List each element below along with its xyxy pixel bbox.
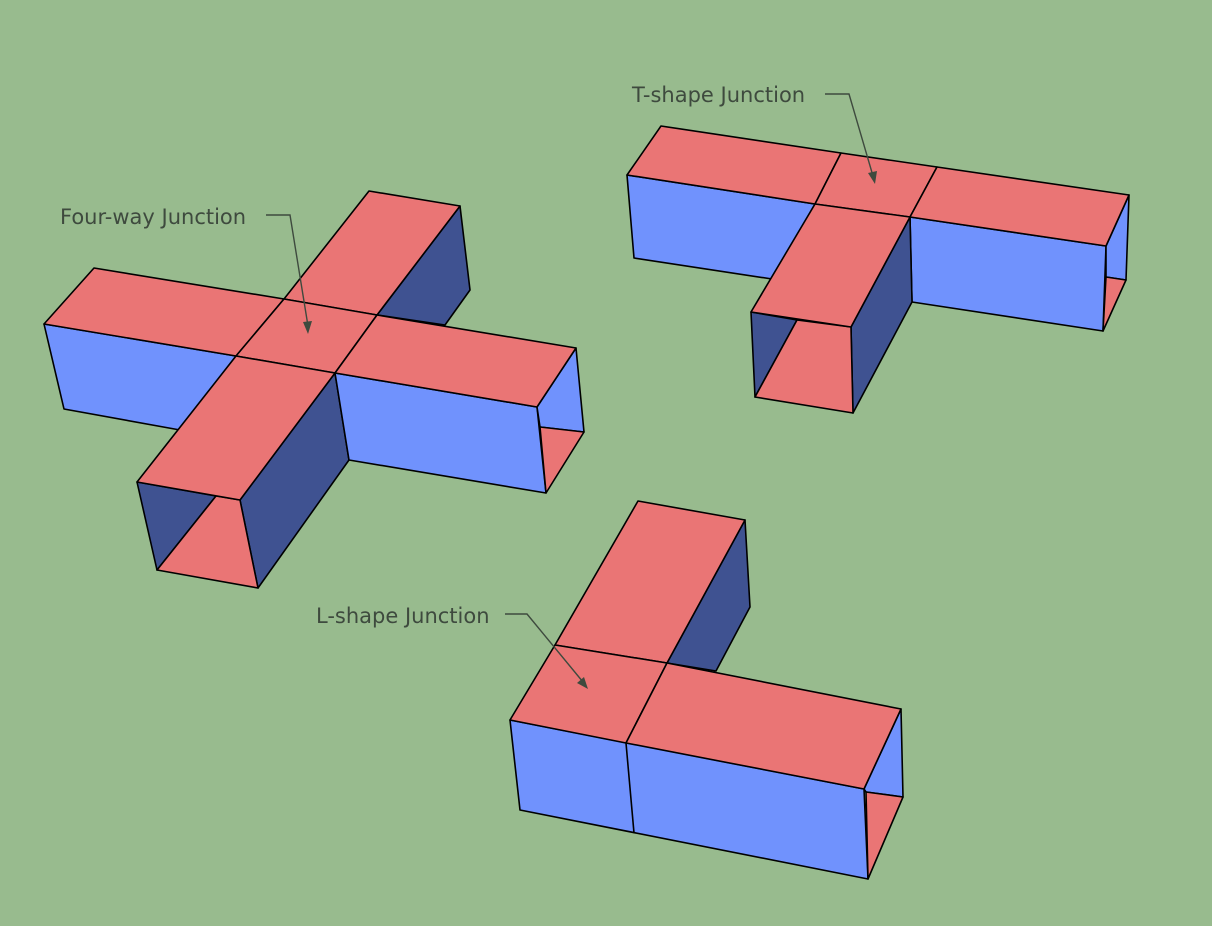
four-way-east-arm-end-floor (539, 426, 585, 494)
four-way-east-arm-top (334, 314, 577, 408)
t-shape-arrowhead (868, 171, 877, 184)
l-shape-leader (505, 613, 584, 683)
l-shape-horizontal-arm-top (625, 662, 902, 790)
t-shape-label: T-shape Junction (631, 83, 805, 107)
four-way-annotation: Four-way Junction (60, 205, 312, 334)
four-way-junction-model[interactable] (43, 190, 585, 589)
t-shape-junction-model[interactable] (626, 125, 1130, 414)
t-shape-stem-top (750, 203, 911, 328)
t-shape-annotation: T-shape Junction (631, 83, 877, 184)
l-shape-annotation: L-shape Junction (316, 604, 588, 689)
l-shape-junction-model[interactable] (509, 500, 904, 880)
t-shape-bar-end-floor (1102, 276, 1127, 332)
l-shape-label: L-shape Junction (316, 604, 490, 628)
l-shape-end-floor (865, 791, 904, 880)
four-way-label: Four-way Junction (60, 205, 246, 229)
four-way-south-arm-top (136, 355, 336, 501)
four-way-arrowhead (303, 321, 312, 334)
l-shape-arrowhead (577, 677, 588, 689)
four-way-leader (266, 214, 309, 327)
l-shape-front-seam (625, 742, 635, 834)
t-shape-leader (825, 93, 874, 177)
t-shape-bar-right-top (909, 166, 1130, 247)
